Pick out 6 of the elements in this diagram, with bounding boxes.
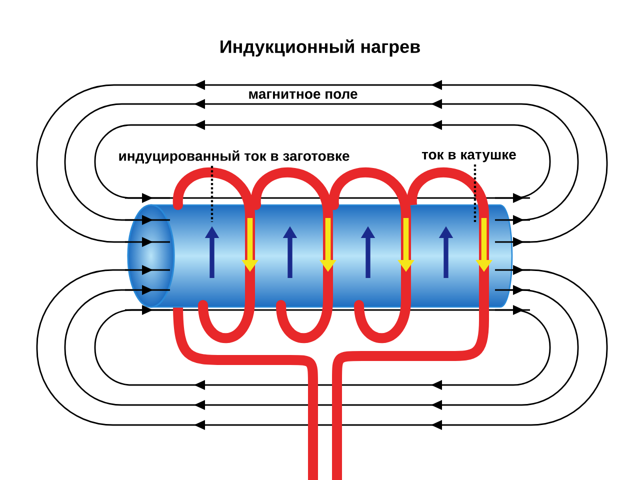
leader-line bbox=[474, 164, 476, 222]
callout-text: ток в катушке bbox=[422, 152, 516, 162]
title: Индукционный нагрев bbox=[220, 39, 420, 57]
callout-text: индуцированный ток в заготовке bbox=[119, 150, 350, 164]
leader-line bbox=[210, 166, 214, 222]
field-label: магнитное поле bbox=[249, 91, 358, 99]
